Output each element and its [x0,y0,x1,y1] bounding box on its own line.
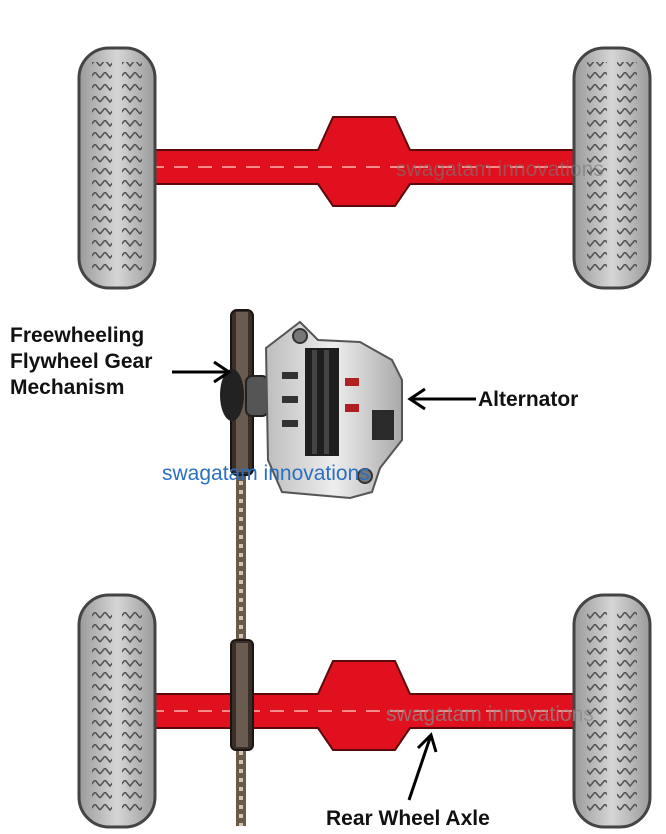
freewheel-label-line3: Mechanism [10,376,125,399]
tyre-icon [77,46,157,290]
tyre-icon [572,46,652,290]
arrow-icon [407,732,438,801]
tyre-icon [572,593,652,829]
arrow-icon [407,387,476,411]
watermark-top: swagatam innovations [396,158,604,181]
alternator-label: Alternator [478,388,579,411]
watermark-middle: swagatam innovations [162,462,370,485]
alternator-icon [220,320,403,500]
tyre-icon [77,593,157,829]
freewheel-label-line2: Flywheel Gear [10,350,153,373]
rear-axle-label: Rear Wheel Axle [326,807,490,830]
freewheel-label-line1: Freewheeling [10,324,145,347]
watermark-bottom: swagatam innovations [386,703,594,726]
arrow-icon [172,360,232,384]
freewheel-label: Freewheeling Flywheel Gear Mechanism [10,323,152,401]
